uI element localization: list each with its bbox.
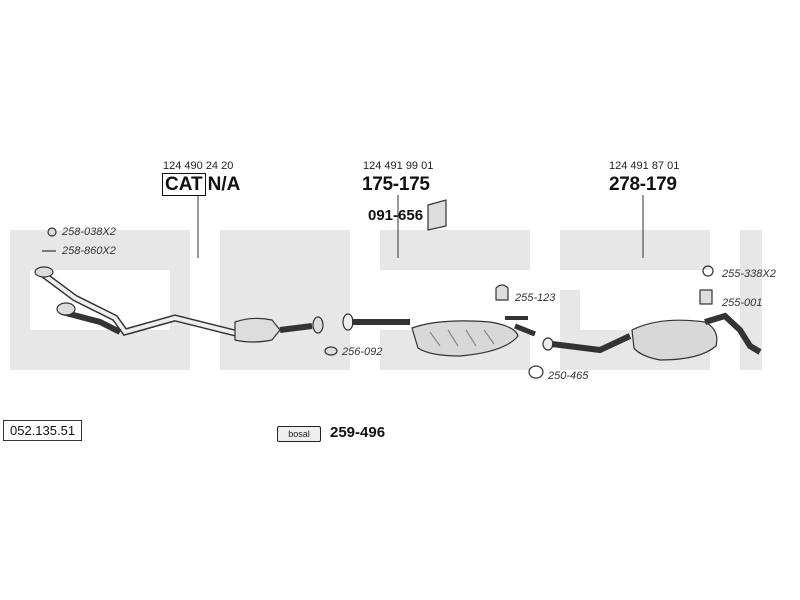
accessory-code: 258-860X2 xyxy=(62,245,116,257)
accessory-code: 255-338X2 xyxy=(722,268,776,280)
accessory-code: 258-038X2 xyxy=(62,226,116,238)
rear-silencer xyxy=(542,312,762,361)
mounting-kit-badge: bosal xyxy=(277,426,321,442)
oe-number-rear: 124 491 87 01 xyxy=(609,160,680,172)
accessory-code: 255-001 xyxy=(722,297,763,309)
rubber-hanger-icon xyxy=(495,284,509,301)
accessory-code: 256-092 xyxy=(342,346,383,358)
reference-number: 052.135.51 xyxy=(3,420,83,441)
middle-silencer xyxy=(342,313,536,357)
oe-number-cat: 124 490 24 20 xyxy=(163,160,234,172)
accessory-code: 255-123 xyxy=(515,292,556,304)
rubber-mount-icon xyxy=(699,289,713,305)
clamp-icon xyxy=(528,365,544,379)
gasket-ring-icon xyxy=(324,346,338,356)
rubber-ring-icon xyxy=(702,265,714,277)
accessory-code: 250-465 xyxy=(548,370,589,382)
bracket-number: 091-656 xyxy=(368,207,424,224)
gasket-ring-icon xyxy=(47,227,57,237)
cat-part-number: N/A xyxy=(207,174,241,195)
part-number-rear: 278-179 xyxy=(609,174,677,195)
oe-number-middle: 124 491 99 01 xyxy=(363,160,434,172)
cat-badge: CAT xyxy=(162,173,206,196)
bracket-icon xyxy=(427,199,447,231)
mounting-kit-code: 259-496 xyxy=(330,424,386,441)
front-pipe-catalyst xyxy=(34,266,324,343)
part-number-middle: 175-175 xyxy=(362,174,430,195)
